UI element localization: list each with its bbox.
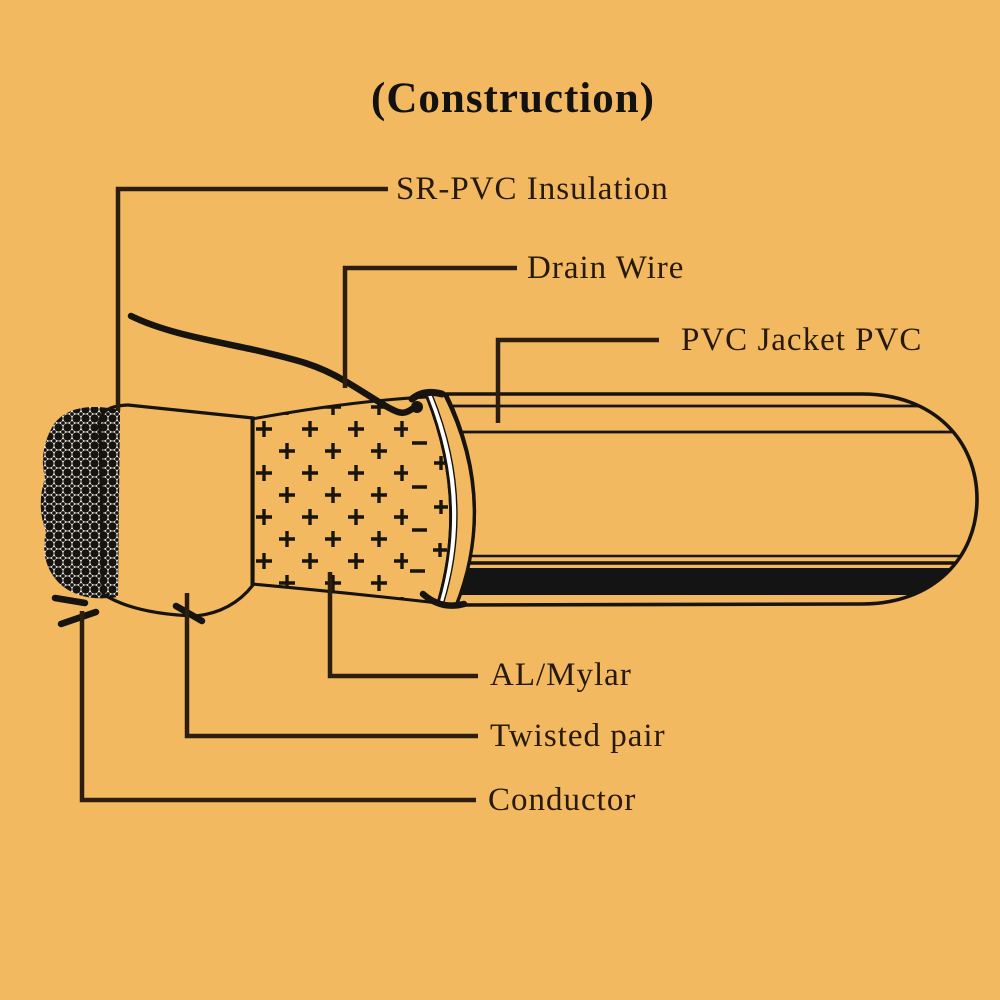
leader-lines: [79, 186, 659, 803]
pvc-jacket: [443, 392, 979, 607]
leader-drain-wire: [342, 265, 517, 388]
twisted-pair-braid: [97, 403, 255, 618]
loose-wire-ends: [51, 594, 206, 628]
label-pvc-jacket: PVC Jacket PVC: [681, 322, 923, 358]
leader-conductor: [79, 611, 476, 803]
leader-pvc-jacket: [495, 337, 659, 423]
drain-wire-curve: [127, 312, 423, 416]
conductor-strands: [40, 407, 206, 628]
leader-al-mylar: [327, 572, 478, 679]
label-sr-pvc-insulation: SR-PVC Insulation: [396, 171, 669, 207]
label-conductor: Conductor: [488, 782, 637, 818]
leader-sr-pvc-insulation: [115, 186, 388, 411]
diagram-title: (Construction): [371, 75, 655, 122]
leader-twisted-pair: [184, 593, 478, 739]
label-al-mylar: AL/Mylar: [490, 657, 632, 693]
label-twisted-pair: Twisted pair: [490, 718, 666, 754]
label-drain-wire: Drain Wire: [527, 250, 685, 286]
jacket-stripe-band: [446, 568, 977, 595]
cable-end-lip: [408, 388, 477, 609]
al-mylar-shield: [250, 395, 453, 605]
